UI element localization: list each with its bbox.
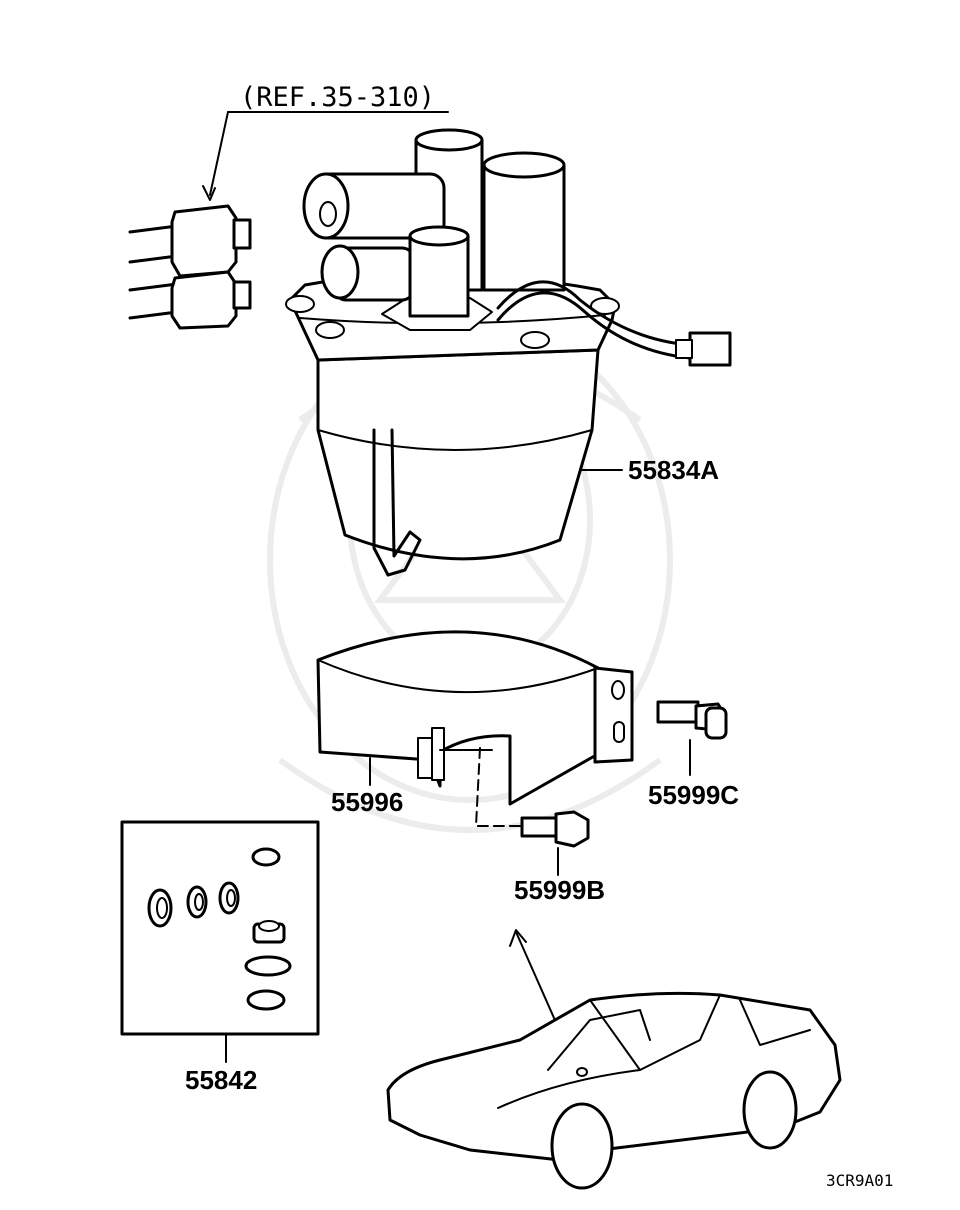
- label-55842: 55842: [185, 1065, 257, 1095]
- seal-kit: 55842: [120, 820, 320, 1095]
- flange-bolts: [285, 295, 620, 349]
- label-55999B: 55999B: [514, 875, 605, 905]
- bolt-55999C: 55999C: [648, 700, 739, 810]
- hose-fittings: [128, 204, 252, 330]
- vehicle-outline: [386, 991, 842, 1190]
- pump-assembly: [285, 128, 732, 577]
- bolt-55999B: 55999B: [475, 747, 605, 905]
- pump-callout: 55834A: [581, 455, 719, 485]
- label-55834A: 55834A: [628, 455, 719, 485]
- ref-label: (REF.35-310): [240, 82, 435, 113]
- bracket-callout: 55996: [331, 757, 403, 817]
- label-55996: 55996: [331, 787, 403, 817]
- bracket: [316, 630, 634, 806]
- ref-callout: (REF.35-310): [202, 82, 449, 201]
- figure-code: 3CR9A01: [826, 1171, 893, 1190]
- label-55999C: 55999C: [648, 780, 739, 810]
